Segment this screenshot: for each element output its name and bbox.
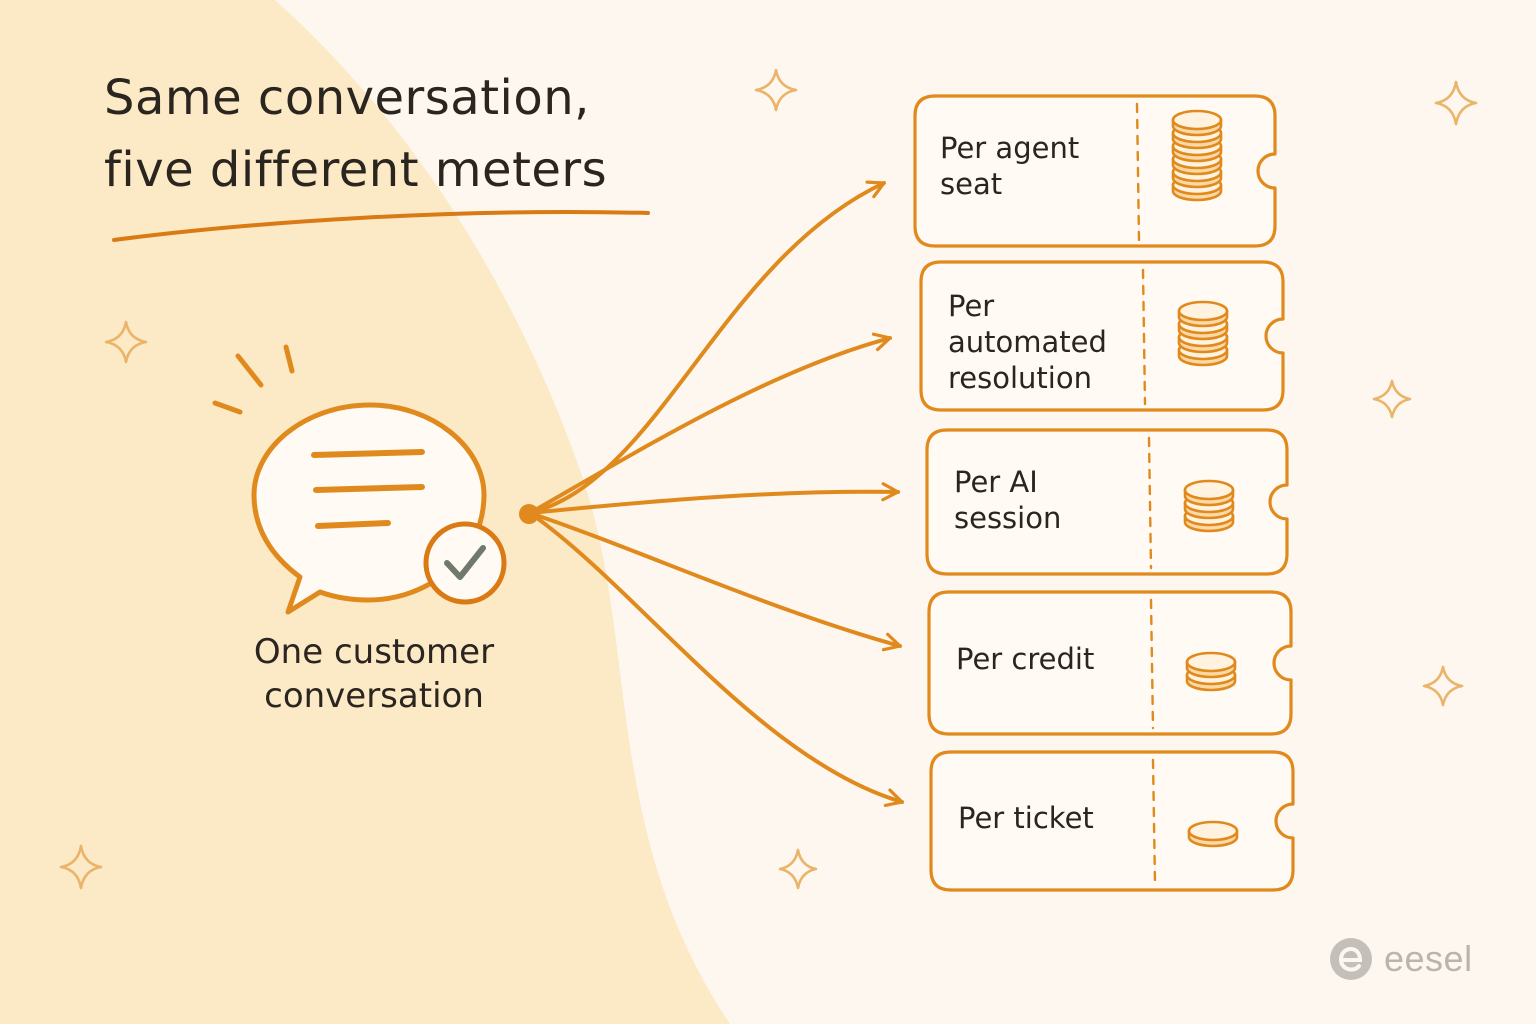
meter-label-line: resolution [948, 361, 1092, 395]
coin-stack-icon [1171, 109, 1223, 202]
meter-label-line: seat [940, 167, 1003, 201]
coin-top [1177, 300, 1229, 322]
ticket-perforation [1149, 598, 1155, 730]
meter-label-per-ai-session: Per AI session [954, 464, 1061, 536]
sparkle-icon [104, 320, 148, 364]
meter-label-line: automated [948, 325, 1107, 359]
coin-top [1185, 651, 1237, 673]
meter-label-line: Per ticket [958, 801, 1094, 835]
sparkle-icon [778, 848, 818, 890]
brand: eesel [1328, 934, 1473, 984]
eesel-logo-icon [1330, 938, 1372, 980]
coin-top [1171, 109, 1223, 131]
sparkle-icon [754, 68, 798, 112]
coin-stack-icon [1177, 300, 1229, 367]
meter-label-line: Per AI [954, 465, 1038, 499]
title-underline [112, 209, 650, 242]
source-label-line-1: One customer [253, 632, 495, 672]
title-line-2: five different meters [104, 142, 608, 198]
meter-ticket-per-ai-session [925, 428, 1289, 576]
sparkle-icon [1372, 379, 1412, 419]
coin-stack-icon [1187, 820, 1239, 848]
sparkle-icons [59, 68, 1478, 890]
meter-label-line: session [954, 501, 1062, 535]
meter-label-per-agent-seat: Per agent seat [940, 130, 1079, 202]
connector-arrows [528, 180, 904, 808]
arrow-to-per-ai-session [528, 482, 900, 515]
meter-tickets [913, 94, 1295, 892]
ticket-perforation [1147, 436, 1153, 570]
source-dot [519, 504, 539, 524]
coin-top [1187, 820, 1239, 842]
sparkle-icon [59, 844, 103, 890]
meter-label-per-automated-resolution: Per automated resolution [948, 288, 1107, 396]
coin-stack-icon [1183, 479, 1235, 533]
meter-label-per-ticket: Per ticket [958, 800, 1094, 836]
source-label-line-2: conversation [264, 676, 484, 716]
arrow-to-per-credit [528, 511, 902, 652]
coin-stack-icon [1185, 651, 1237, 692]
title-line-1: Same conversation, [104, 70, 590, 126]
ticket-perforation [1141, 268, 1147, 406]
brand-name: eesel [1384, 938, 1473, 979]
sparkle-icon [1434, 80, 1478, 126]
arrow-to-per-automated-resolution [528, 332, 892, 515]
page-title: Same conversation, five different meters [104, 62, 704, 206]
ticket-perforation [1135, 102, 1141, 242]
meter-label-line: Per agent [940, 131, 1080, 165]
coin-top [1183, 479, 1235, 501]
source-label: One customer conversation [214, 630, 534, 718]
sparkle-icon [1422, 665, 1464, 707]
meter-ticket-per-credit [927, 590, 1293, 736]
meter-ticket-per-automated-resolution [919, 260, 1285, 412]
meter-label-line: Per [948, 289, 995, 323]
meter-label-per-credit: Per credit [956, 641, 1094, 677]
arrow-to-per-agent-seat [528, 180, 886, 515]
meter-ticket-per-ticket [929, 750, 1295, 892]
meter-label-line: Per credit [956, 642, 1095, 676]
check-badge-icon [423, 521, 507, 605]
ticket-perforation [1151, 758, 1157, 886]
arrow-to-per-ticket [528, 511, 904, 808]
